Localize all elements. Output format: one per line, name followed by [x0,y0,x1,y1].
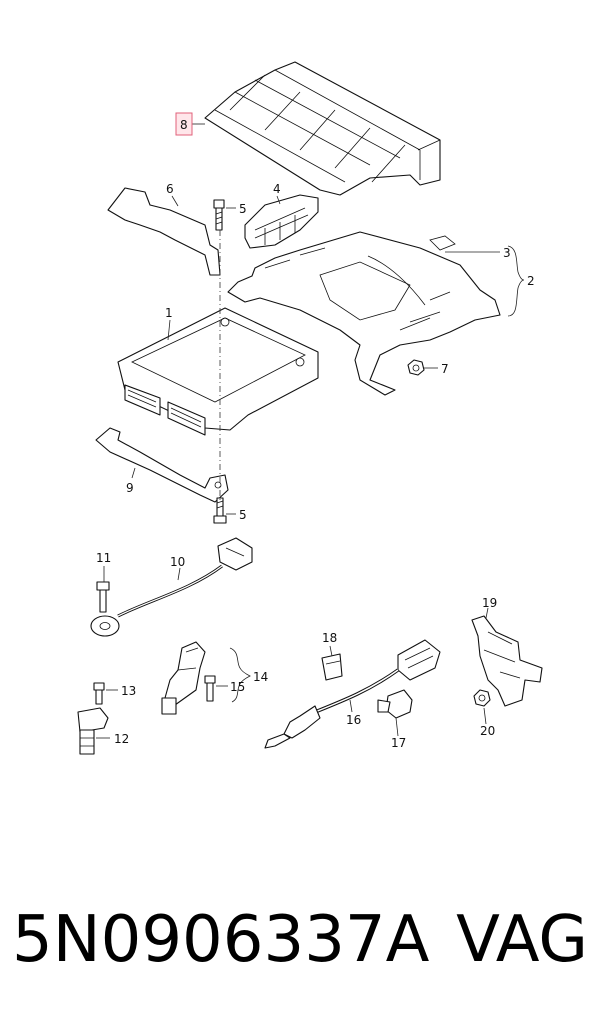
callout-6[interactable]: 6 [166,182,174,196]
part-mounting-plate-2 [227,231,501,396]
part-bolt-11 [96,581,110,613]
part-sensor-17 [377,689,413,719]
exploded-parts-diagram: 8 6 4 5 3 2 1 7 9 5 11 10 18 19 14 15 13… [77,61,543,755]
part-sensor-12 [77,707,109,755]
part-bolt-5-top [213,199,225,231]
part-number: 5N0906337A [12,903,430,977]
part-connector-4 [244,194,319,249]
part-lambda-probe-16 [264,639,441,749]
part-bolt-15 [204,675,216,702]
callout-9[interactable]: 9 [126,481,134,495]
part-nut-7 [407,359,425,376]
part-bolt-13 [93,682,105,705]
part-control-unit-1 [117,307,319,436]
callout-15[interactable]: 15 [230,680,245,694]
callout-20[interactable]: 20 [480,724,495,738]
callout-19[interactable]: 19 [482,596,497,610]
callout-13[interactable]: 13 [121,684,136,698]
callout-5-top[interactable]: 5 [239,202,247,216]
callout-11[interactable]: 11 [96,551,111,565]
callout-4[interactable]: 4 [273,182,281,196]
callout-10[interactable]: 10 [170,555,185,569]
callout-1[interactable]: 1 [165,306,173,320]
leader-lines [96,123,525,739]
callout-17[interactable]: 17 [391,736,406,750]
callout-3[interactable]: 3 [503,246,511,260]
footer: 5N0906337A VAG [0,890,600,990]
part-clip-18 [321,653,343,681]
part-knock-sensor-10 [90,537,253,637]
part-bolt-5-bottom [213,497,227,524]
brand-name: VAG [456,903,588,977]
callout-8[interactable]: 8 [180,118,188,132]
callout-16[interactable]: 16 [346,713,361,727]
part-bracket-19 [471,615,543,707]
part-bracket-6 [107,187,221,276]
part-bracket-9 [95,427,229,503]
callout-18[interactable]: 18 [322,631,337,645]
callout-7[interactable]: 7 [441,362,449,376]
highlight-box-8 [175,112,193,136]
callout-labels: 8 6 4 5 3 2 1 7 9 5 11 10 18 19 14 15 13… [96,112,535,750]
part-cover-8 [204,61,441,196]
callout-14[interactable]: 14 [253,670,268,684]
callout-5-bottom[interactable]: 5 [239,508,247,522]
part-nut-20 [473,689,491,707]
callout-12[interactable]: 12 [114,732,129,746]
callout-2[interactable]: 2 [527,274,535,288]
part-sensor-14 [161,641,206,715]
